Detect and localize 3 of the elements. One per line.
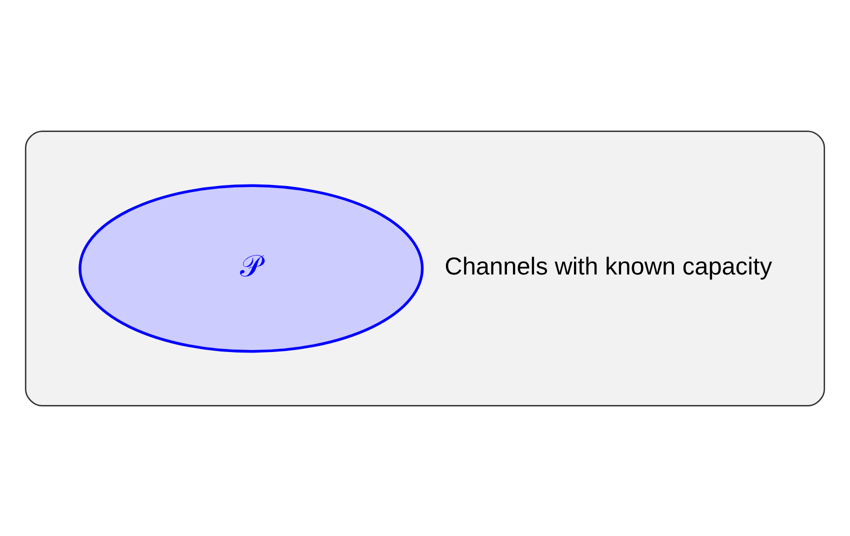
node-ellipse: 𝒫 <box>78 184 424 352</box>
node-label: Channels with known capacity <box>444 252 772 280</box>
cluster <box>24 130 826 406</box>
